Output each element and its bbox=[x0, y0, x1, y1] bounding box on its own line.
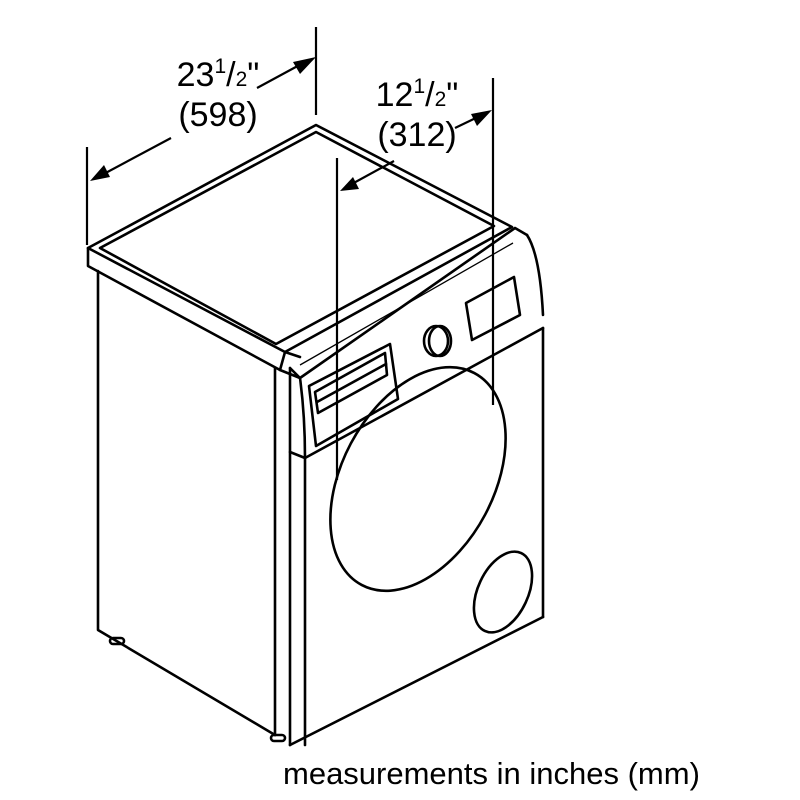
door-porthole bbox=[329, 365, 507, 593]
detergent-drawer bbox=[307, 342, 400, 448]
depth-dimension-label: 121/2" (312) bbox=[362, 75, 472, 154]
front-door bbox=[329, 365, 534, 634]
width-dimension-lines bbox=[85, 27, 318, 245]
service-hatch bbox=[472, 550, 534, 634]
width-metric: (598) bbox=[178, 96, 258, 134]
width-imperial: 231/2" bbox=[176, 55, 260, 94]
appliance-body bbox=[86, 123, 545, 747]
display-window bbox=[464, 275, 522, 342]
program-knob-icon bbox=[422, 324, 450, 358]
leveling-feet bbox=[108, 636, 287, 743]
depth-dimension-lines bbox=[335, 78, 495, 480]
measurement-units-caption: measurements in inches (mm) bbox=[283, 756, 700, 791]
depth-metric: (312) bbox=[377, 116, 457, 154]
control-panel bbox=[307, 275, 522, 448]
width-dimension-label: 231/2" (598) bbox=[163, 55, 273, 134]
depth-imperial: 121/2" bbox=[375, 75, 459, 114]
drawer-handle-upper bbox=[313, 351, 389, 415]
